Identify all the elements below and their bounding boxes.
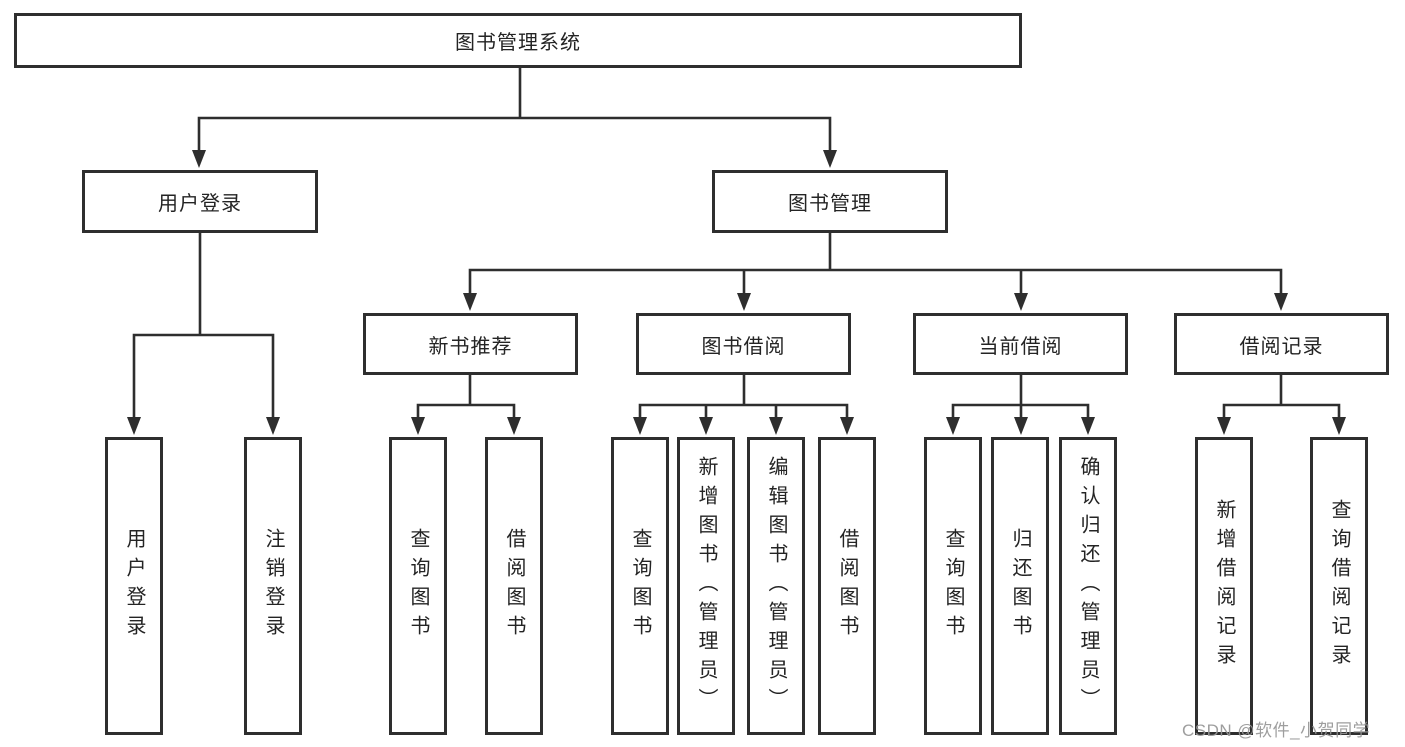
node-book-borrowing: 图书借阅 <box>636 313 851 375</box>
node-label: 查询图书 <box>407 528 429 644</box>
leaf-query-books-borrowing: 查询图书 <box>611 437 669 735</box>
node-label: 图书借阅 <box>701 335 786 358</box>
node-new-book-recommendation: 新书推荐 <box>363 313 578 375</box>
node-label: 图书管理 <box>788 193 872 215</box>
node-label: 查询借阅记录 <box>1328 499 1350 673</box>
leaf-borrow-books-borrowing: 借阅图书 <box>818 437 876 735</box>
node-label: 借阅图书 <box>836 528 858 644</box>
node-label: 查询图书 <box>629 528 651 644</box>
leaf-query-borrow-record: 查询借阅记录 <box>1310 437 1368 735</box>
node-label: 编辑图书（管理员） <box>765 455 787 717</box>
leaf-add-book-admin: 新增图书（管理员） <box>677 437 735 735</box>
node-label: 归还图书 <box>1009 528 1031 644</box>
node-label: 新书推荐 <box>428 335 513 358</box>
node-label: 借阅图书 <box>503 528 525 644</box>
leaf-borrow-books-recommend: 借阅图书 <box>485 437 543 735</box>
node-label: 用户登录 <box>158 193 242 215</box>
node-label: 注销登录 <box>262 528 284 644</box>
node-label: 新增图书（管理员） <box>695 455 717 717</box>
node-label: 当前借阅 <box>978 335 1063 358</box>
node-label: 新增借阅记录 <box>1213 499 1235 673</box>
node-label: 借阅记录 <box>1239 335 1324 358</box>
leaf-query-books-recommend: 查询图书 <box>389 437 447 735</box>
node-borrowing-records: 借阅记录 <box>1174 313 1389 375</box>
node-label: 用户登录 <box>123 528 145 644</box>
node-label: 确认归还（管理员） <box>1077 455 1099 717</box>
leaf-user-login: 用户登录 <box>105 437 163 735</box>
node-label: 查询图书 <box>942 528 964 644</box>
node-book-management: 图书管理 <box>712 170 948 233</box>
leaf-logout: 注销登录 <box>244 437 302 735</box>
node-user-login: 用户登录 <box>82 170 318 233</box>
leaf-return-book: 归还图书 <box>991 437 1049 735</box>
node-library-system: 图书管理系统 <box>14 13 1022 68</box>
leaf-confirm-return-admin: 确认归还（管理员） <box>1059 437 1117 735</box>
node-current-borrowing: 当前借阅 <box>913 313 1128 375</box>
leaf-edit-book-admin: 编辑图书（管理员） <box>747 437 805 735</box>
node-label: 图书管理系统 <box>455 32 581 54</box>
watermark: CSDN @软件_小贺同学 <box>1182 721 1371 740</box>
leaf-query-books-current: 查询图书 <box>924 437 982 735</box>
leaf-add-borrow-record: 新增借阅记录 <box>1195 437 1253 735</box>
